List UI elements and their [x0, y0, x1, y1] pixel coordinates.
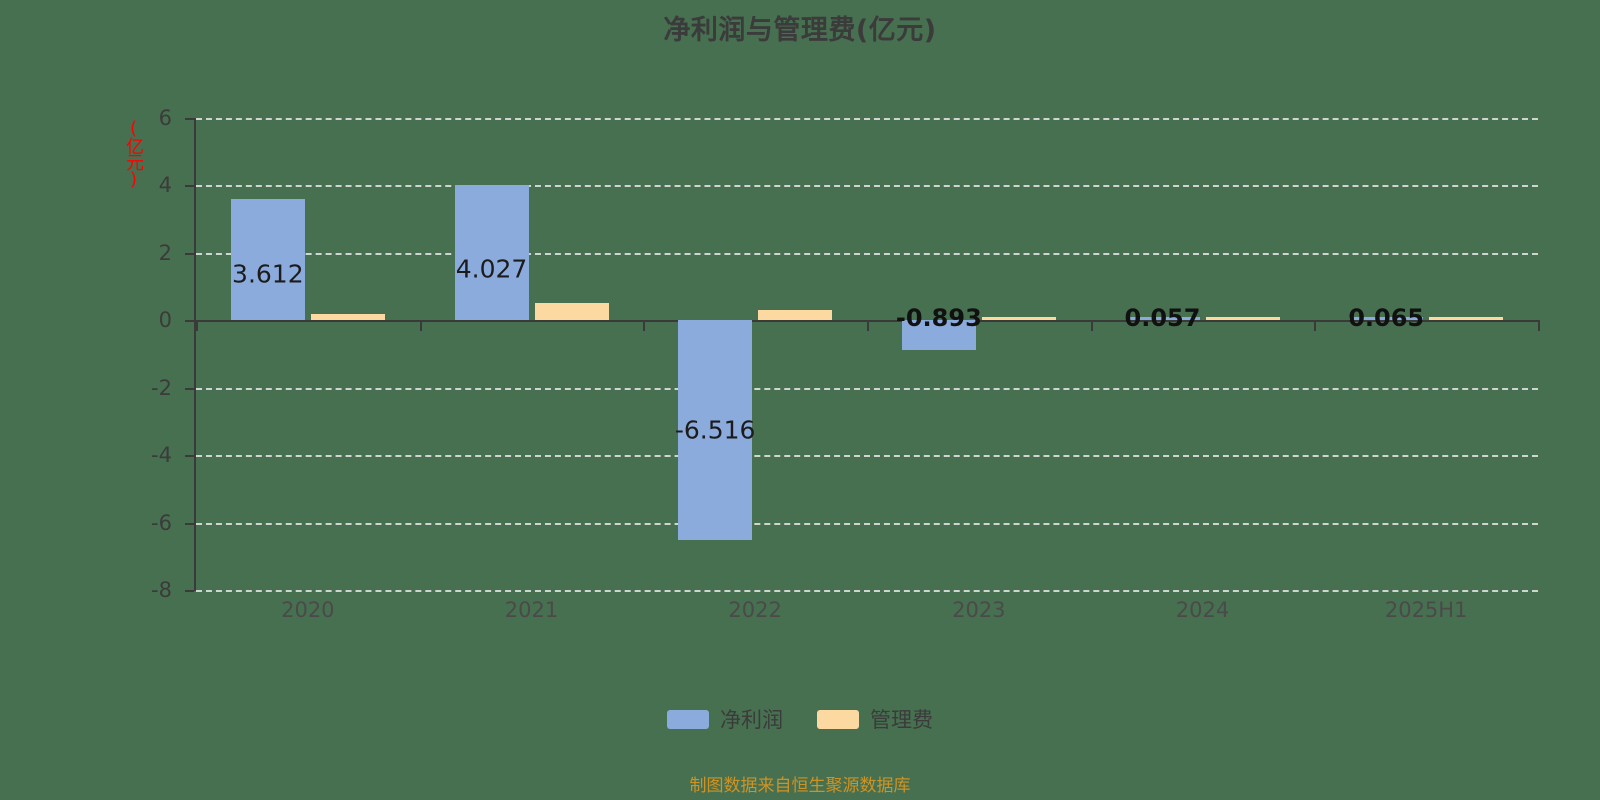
gridline	[196, 590, 1538, 592]
y-axis-tick	[185, 590, 194, 592]
bar-管理费-2021[interactable]	[534, 303, 609, 321]
plot-area: 3.612 4.027 -6.516 -0.893 0.057 0.065	[194, 118, 1538, 592]
x-axis-label-2022: 2022	[728, 598, 782, 622]
bar-value-label-2025H1: 0.065	[1348, 304, 1425, 333]
bar-净利润-2020[interactable]	[230, 198, 305, 321]
footer-note: 制图数据来自恒生聚源数据库	[689, 776, 911, 796]
bar-value-label-2022: -6.516	[674, 415, 756, 445]
y-axis-tick	[185, 455, 194, 458]
chart-title: 净利润与管理费(亿元)	[663, 15, 937, 46]
y-axis-tick	[185, 185, 194, 188]
bar-管理费-2023[interactable]	[981, 316, 1056, 321]
gridline	[196, 118, 1538, 120]
legend-item-净利润[interactable]: 净利润	[667, 704, 783, 734]
legend-label-管理费: 管理费	[870, 708, 933, 732]
y-axis-label: 2	[158, 240, 172, 265]
x-axis-label-2025H1: 2025H1	[1384, 598, 1468, 622]
y-axis-tick	[185, 387, 194, 390]
gridline	[196, 522, 1538, 525]
bar-净利润-2025H1[interactable]	[1349, 317, 1424, 321]
legend-swatch-净利润	[667, 709, 709, 729]
y-axis-label: -2	[151, 375, 172, 400]
gridline	[196, 252, 1538, 255]
bar-管理费-2022[interactable]	[758, 310, 833, 321]
x-axis-label-2020: 2020	[281, 598, 335, 622]
y-axis-tick	[185, 320, 194, 323]
x-axis-tick	[867, 320, 869, 332]
legend-swatch-管理费	[817, 709, 859, 729]
x-axis-tick	[1314, 320, 1317, 332]
bar-净利润-2024[interactable]	[1125, 317, 1200, 321]
y-axis-tick	[185, 118, 194, 120]
x-axis-tick	[1538, 320, 1540, 332]
y-axis-label: -4	[151, 443, 172, 468]
legend-label-净利润: 净利润	[720, 708, 783, 732]
bar-净利润-2021[interactable]	[454, 184, 529, 321]
x-axis-tick	[1090, 320, 1093, 332]
y-axis-label: -8	[151, 578, 172, 602]
bar-value-label-2021: 4.027	[455, 254, 528, 284]
y-axis-tick	[185, 252, 194, 255]
bar-value-label-2024: 0.057	[1124, 304, 1201, 333]
x-axis-label-2023: 2023	[952, 598, 1006, 622]
legend: 净利润 管理费	[0, 704, 1600, 734]
zero-line	[194, 320, 1538, 323]
bar-管理费-2024[interactable]	[1205, 317, 1280, 321]
x-axis-tick	[643, 320, 646, 332]
y-axis-line	[194, 118, 196, 591]
gridline	[196, 185, 1538, 188]
gridline	[196, 387, 1538, 390]
legend-item-管理费[interactable]: 管理费	[817, 704, 933, 734]
gridline	[196, 455, 1538, 458]
y-axis-label: -6	[151, 510, 172, 535]
x-axis-label-2024: 2024	[1175, 598, 1230, 622]
y-axis-tick	[185, 522, 194, 525]
bar-管理费-2020[interactable]	[310, 313, 385, 321]
bar-value-label-2020: 3.612	[232, 259, 304, 289]
x-axis-label-2021: 2021	[504, 598, 559, 622]
bar-管理费-2025H1[interactable]	[1429, 317, 1504, 321]
bar-净利润-2022[interactable]	[678, 320, 753, 540]
y-axis-label: 0	[158, 308, 172, 333]
y-axis-label: 4	[158, 173, 172, 198]
y-axis-label: 6	[158, 106, 172, 130]
y-axis-title: (亿元)	[123, 118, 144, 188]
bar-净利润-2023[interactable]	[901, 320, 976, 351]
x-axis-tick	[196, 320, 198, 332]
x-axis-tick	[419, 320, 422, 332]
bar-value-label-2023: -0.893	[895, 304, 982, 333]
